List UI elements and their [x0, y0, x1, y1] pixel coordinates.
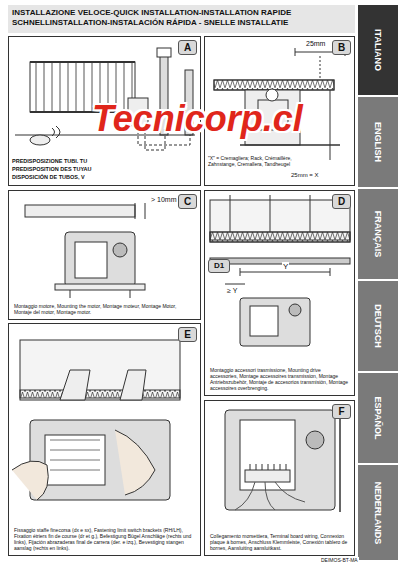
dimension: 25mm — [305, 40, 326, 47]
dimension: > 10mm — [150, 196, 177, 203]
step-letter: E — [178, 327, 197, 342]
caption-line: DISPOSICIÓN DE TUBOS, V — [12, 174, 85, 180]
language-name: NEDERLANDS — [373, 481, 383, 544]
dimension: 25mm = X — [290, 172, 320, 178]
dimension: ≥ Y — [226, 287, 238, 294]
step-letter: A — [178, 40, 197, 55]
watermark: Tecnicorp.cl — [92, 98, 303, 140]
language-tab: ESPAÑOL — [358, 373, 398, 463]
language-tab: FRANÇAIS — [358, 189, 398, 279]
terminal-board — [225, 405, 340, 512]
limit-switch-brackets — [12, 340, 180, 500]
language-name: ITALIANO — [373, 29, 383, 71]
caption-line: PREDISPOSITION DES TUYAU — [12, 166, 92, 172]
motor-mounting — [25, 203, 145, 298]
language-name: ESPAÑOL — [373, 397, 383, 440]
step-caption: Collegamento morsettiera, Terminal board… — [209, 532, 350, 552]
step-panel: C Montaggio motore, Mounting the motor, M… — [8, 190, 201, 320]
language-name: DEUTSCH — [373, 304, 383, 348]
rack-on-gate — [210, 195, 350, 346]
note: "X" = Cremagliera; Rack, Crémaillère, Za… — [208, 155, 318, 167]
step-caption: Montaggio accessori trasmissione, Mounti… — [209, 366, 350, 392]
step-badge: D1 — [208, 259, 230, 273]
step-panel: E Fissaggio staffe finecorsa (dx e sx), F… — [8, 323, 201, 556]
title-band: INSTALLAZIONE VELOCE-QUICK INSTALLATION-… — [8, 5, 355, 33]
document-code: DEIMOS-BT-MA — [320, 557, 359, 563]
language-tab: ENGLISH — [358, 97, 398, 187]
step-letter: B — [332, 40, 351, 55]
step-letter: C — [178, 194, 197, 209]
page-title: INSTALLAZIONE VELOCE-QUICK INSTALLATION-… — [8, 5, 355, 31]
caption-line: PREDISPOSIZIONE TUBI. TU — [12, 158, 87, 164]
step-caption: Montaggio motore, Mounting the motor, Mo… — [13, 302, 196, 316]
language-name: ENGLISH — [373, 122, 383, 162]
step-letter: D1 — [209, 260, 229, 272]
language-tab: ITALIANO — [358, 5, 398, 95]
step-letter: D — [332, 194, 351, 209]
language-tab: DEUTSCH — [358, 281, 398, 371]
language-tab: NEDERLANDS — [358, 465, 398, 560]
language-name: FRANÇAIS — [373, 211, 383, 258]
dimension: Y — [282, 262, 289, 271]
step-caption: Fissaggio staffe finecorsa (dx e sx), Fa… — [13, 526, 196, 552]
step-letter: F — [332, 404, 351, 419]
step-panel: F Collegamento morsettiera, Terminal boar… — [204, 400, 355, 556]
